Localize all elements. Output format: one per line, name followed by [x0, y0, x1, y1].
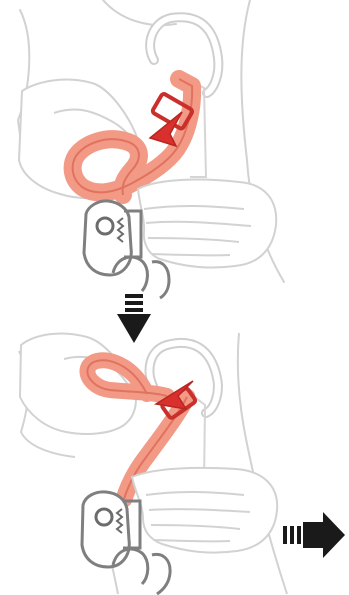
bottom-device-hole — [96, 509, 112, 525]
down-step-arrow — [117, 294, 151, 343]
right-pull-arrow — [283, 512, 345, 558]
bottom-panel — [19, 333, 345, 594]
bottom-device-body — [82, 492, 129, 567]
top-panel — [18, 0, 284, 298]
top-device-hole — [97, 218, 113, 234]
